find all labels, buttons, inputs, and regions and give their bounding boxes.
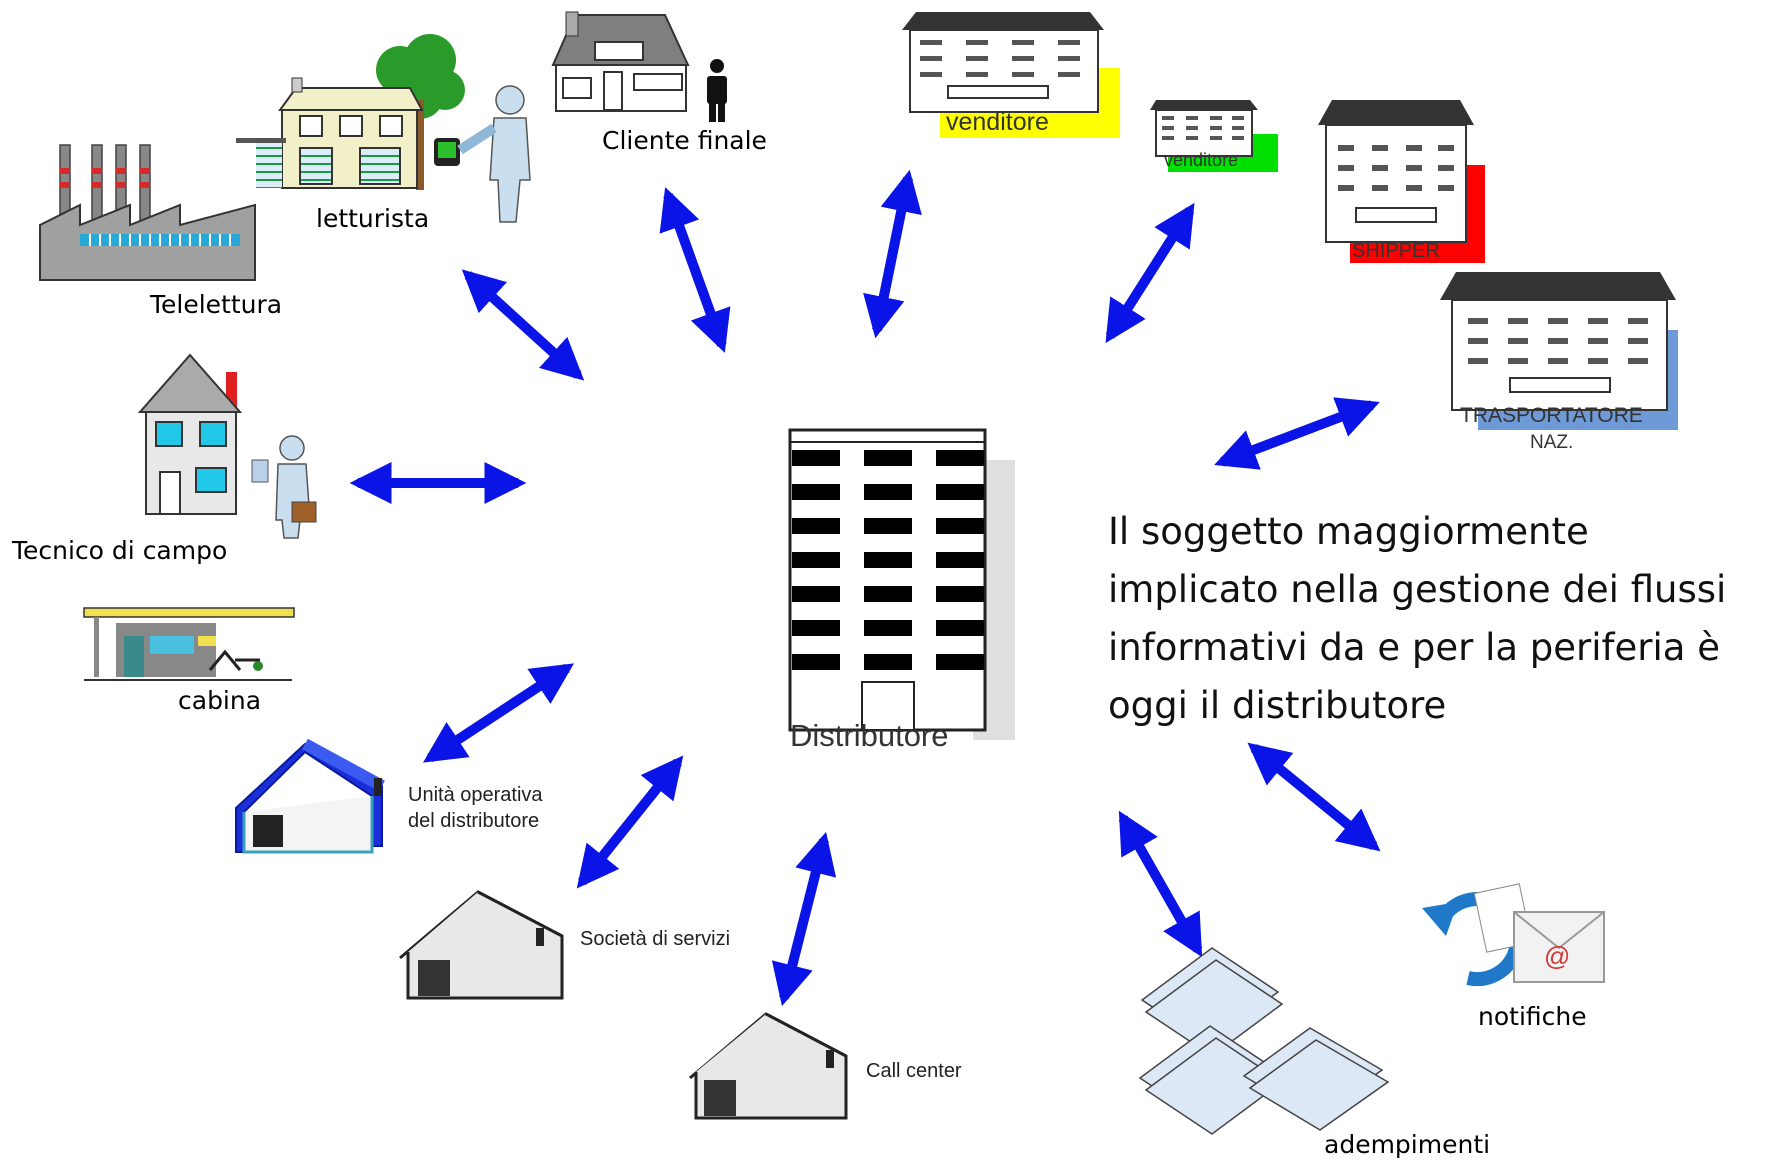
tecnico-person-icon [251, 435, 317, 539]
label-cabina: cabina [178, 686, 262, 715]
cliente-person-icon [707, 59, 727, 122]
label-unita-operativa-2: del distributore [408, 810, 540, 832]
label-letturista: letturista [316, 204, 430, 233]
venditore-building-icon [902, 12, 1120, 138]
label-cliente-finale: Cliente finale [602, 126, 767, 155]
label-trasportatore-naz: NAZ. [1530, 432, 1574, 453]
mail-refresh-icon: @ [1422, 883, 1605, 987]
arrow-venditore [863, 169, 922, 339]
arrow-trasportatore [1214, 397, 1380, 470]
arrow-societa [576, 755, 684, 889]
label-shipper: SHIPPER [1352, 240, 1440, 262]
label-telelettura: Telelettura [150, 290, 283, 319]
cliente-house-icon [551, 11, 690, 112]
arrow-notifiche [1247, 742, 1381, 852]
distributore-building-icon [788, 428, 1015, 740]
statement-line: implicato nella gestione dei flussi [1108, 568, 1727, 611]
trasportatore-building-icon [1440, 272, 1678, 430]
label-societa-servizi: Società di servizi [580, 928, 731, 950]
documents-icon [1138, 947, 1390, 1135]
label-notifiche: notifiche [1478, 1002, 1587, 1031]
arrow-unita [422, 663, 575, 763]
arrows [349, 169, 1381, 1007]
label-tecnico-di-campo: Tecnico di campo [12, 536, 228, 565]
unita-operativa-icon [235, 738, 385, 854]
arrow-callcenter [771, 831, 837, 1007]
statement-line: oggi il distributore [1108, 684, 1447, 727]
label-adempimenti: adempimenti [1324, 1130, 1491, 1159]
label-venditore-1: venditore [946, 108, 1049, 136]
arrow-cliente [659, 187, 731, 353]
arrow-telelettura [461, 269, 585, 381]
label-venditore-2: venditore [1164, 150, 1239, 170]
venditore2-building-icon [1150, 100, 1278, 172]
arrow-adempimenti [1118, 810, 1203, 958]
letturista-person-icon [434, 85, 531, 223]
societa-servizi-icon [399, 890, 564, 1000]
label-distributore: Distributore [790, 718, 949, 753]
statement-line: Il soggetto maggiormente [1108, 510, 1589, 553]
arrow-venditore2 [1105, 202, 1195, 344]
tecnico-house-icon [137, 353, 243, 515]
label-call-center: Call center [866, 1060, 962, 1082]
call-center-icon [689, 1012, 848, 1120]
cabina-icon [83, 607, 295, 681]
statement-text: Il soggetto maggiormente implicato nella… [1108, 503, 1768, 735]
shipper-building-icon [1318, 100, 1485, 263]
factory-icon [39, 144, 256, 281]
label-trasportatore: TRASPORTATORE [1460, 404, 1643, 427]
label-unita-operativa-1: Unità operativa [408, 784, 543, 806]
statement-line: informativi da e per la periferia è [1108, 626, 1720, 669]
letturista-house-icon [236, 34, 465, 190]
svg-text:@: @ [1544, 941, 1570, 971]
